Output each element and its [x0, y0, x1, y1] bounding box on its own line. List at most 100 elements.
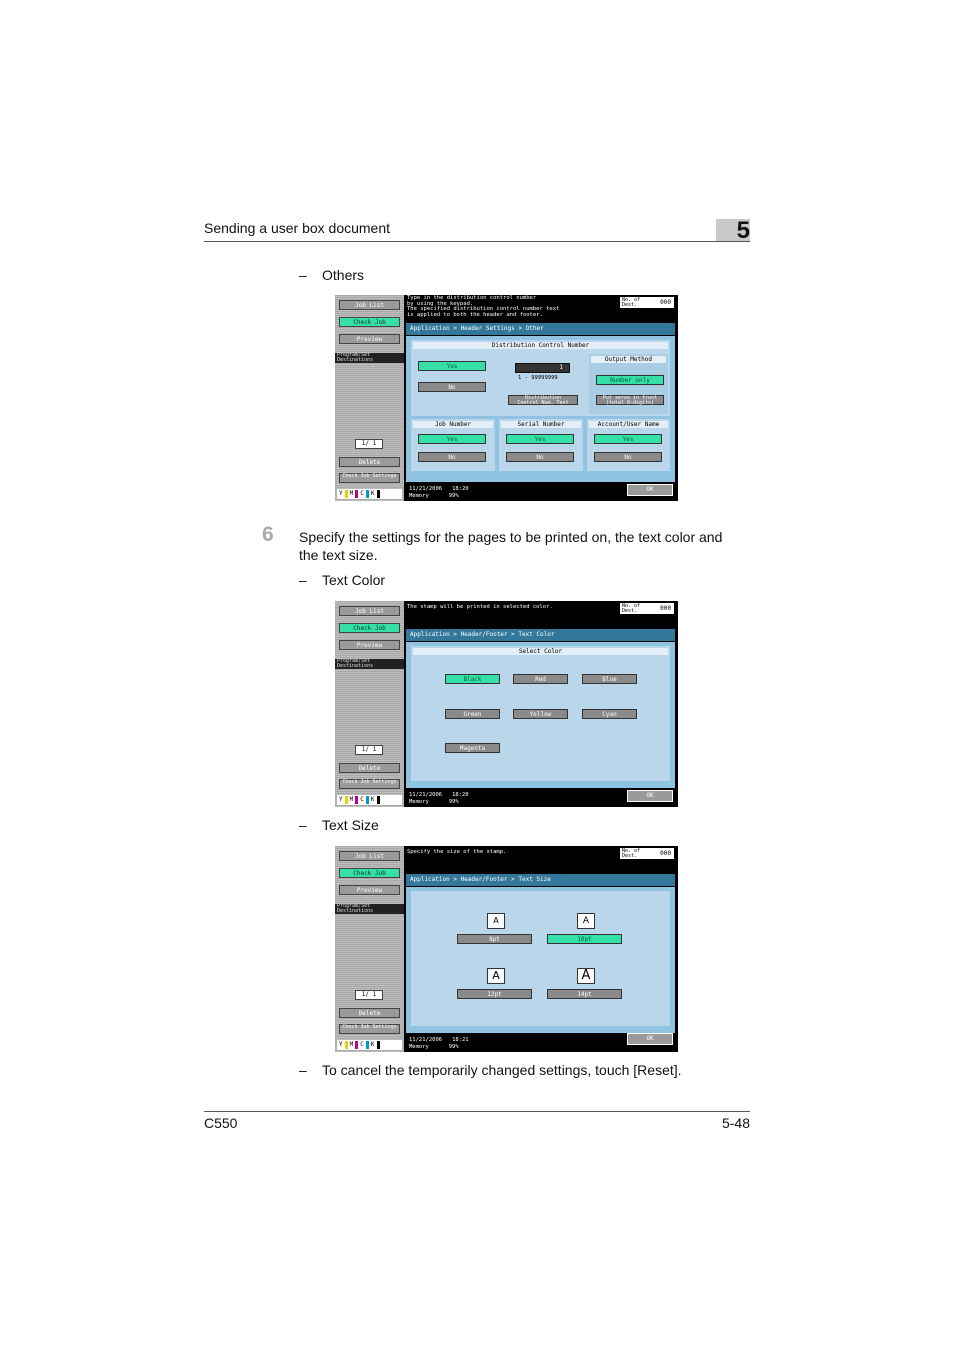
toner-k-label: K: [370, 1041, 375, 1048]
date-time: 11/21/2006 18:20: [409, 486, 621, 493]
program-destinations[interactable]: Program/Set Destinations: [335, 353, 404, 363]
size-8pt-button[interactable]: 8pt: [457, 934, 532, 944]
running-header: Sending a user box document: [204, 220, 391, 236]
job-number-yes-button[interactable]: Yes: [418, 434, 486, 444]
chapter-number: 5: [736, 217, 750, 244]
zeros-front-button[interactable]: Put zeros in front (total 8-digits): [596, 395, 664, 405]
subheading-others: Others: [322, 267, 365, 283]
number-only-button[interactable]: Number only: [596, 375, 664, 385]
message-line: Type in the distribution control number: [407, 295, 537, 301]
instruction-message: Type in the distribution control number …: [407, 295, 617, 318]
step-text: Specify the settings for the pages to be…: [299, 528, 722, 564]
memory-label: Memory: [409, 492, 429, 499]
serial-yes-button[interactable]: Yes: [506, 434, 574, 444]
message-line: is applied to both the header and footer…: [407, 311, 543, 318]
dist-section: Distribution Control Number Yes No 1 1 -…: [411, 340, 670, 416]
time: 18:20: [452, 486, 469, 492]
color-black-button[interactable]: Black: [445, 674, 500, 684]
memory-value: 99%: [448, 492, 459, 499]
job-number-label: Job Number: [413, 421, 493, 428]
ok-button[interactable]: OK: [627, 790, 673, 802]
counter-label: Dest.: [622, 853, 638, 859]
instruction-message: The stamp will be printed in selected co…: [407, 604, 553, 610]
size-section: A 8pt A 10pt A 12pt A 14pt: [411, 891, 670, 1026]
job-list-button[interactable]: Job List: [339, 851, 400, 861]
screen-text-size: Job List Check Job Preview Program/Set D…: [335, 846, 678, 1052]
delete-button[interactable]: Delete: [339, 763, 400, 773]
status-bar: 11/21/2006 18:20 Memory 99%: [406, 485, 624, 501]
color-cyan-button[interactable]: Cyan: [582, 709, 637, 719]
step-line: Specify the settings for the pages to be…: [299, 529, 723, 545]
delete-button[interactable]: Delete: [339, 1008, 400, 1018]
job-list-button[interactable]: Job List: [339, 606, 400, 616]
dist-num-text-button[interactable]: Distribution Control Num. Text: [508, 395, 578, 405]
counter-label: No. of: [622, 297, 641, 303]
toner-m-label: M: [349, 796, 354, 803]
settings-panel: Distribution Control Number Yes No 1 1 -…: [406, 336, 675, 482]
destination-counter: No. of Dest. 000: [620, 603, 674, 614]
page-indicator: 1/ 1: [355, 990, 383, 1000]
check-job-settings-button[interactable]: Check Job Settings: [339, 1024, 400, 1034]
check-job-button[interactable]: Check Job: [339, 317, 400, 327]
preview-button[interactable]: Preview: [339, 885, 400, 895]
ok-button[interactable]: OK: [627, 484, 673, 496]
account-name-section: Account/User Name Yes No: [587, 419, 670, 471]
counter-label: Dest.: [622, 302, 638, 308]
destination-counter: No. of Dest. 000: [620, 297, 674, 308]
dist-number-field[interactable]: 1: [515, 363, 570, 373]
button-line: Put zeros in front: [602, 395, 658, 401]
job-number-no-button[interactable]: No: [418, 452, 486, 462]
toner-y-label: Y: [339, 490, 343, 497]
check-job-button[interactable]: Check Job: [339, 868, 400, 878]
check-job-settings-button[interactable]: Check Job Settings: [339, 473, 400, 483]
job-number-section: Job Number Yes No: [411, 419, 495, 471]
check-job-button[interactable]: Check Job: [339, 623, 400, 633]
color-section: Select Color Black Red Blue Green Yellow…: [411, 646, 670, 781]
delete-button[interactable]: Delete: [339, 457, 400, 467]
program-destinations[interactable]: Program/Set Destinations: [335, 659, 404, 669]
counter-value: 000: [660, 299, 671, 306]
size-10pt-button[interactable]: 10pt: [547, 934, 622, 944]
account-yes-button[interactable]: Yes: [594, 434, 662, 444]
dist-no-button[interactable]: No: [418, 382, 486, 392]
memory-value: 99%: [448, 1043, 459, 1050]
job-list-button[interactable]: Job List: [339, 300, 400, 310]
color-blue-button[interactable]: Blue: [582, 674, 637, 684]
size-8pt-sample: A: [487, 913, 505, 929]
preview-button[interactable]: Preview: [339, 640, 400, 650]
step-line: the text size.: [299, 547, 378, 563]
color-red-button[interactable]: Red: [513, 674, 568, 684]
screen-others: Job List Check Job Preview Program/Set D…: [335, 295, 678, 501]
footer-page-number: 5-48: [721, 1115, 750, 1131]
destination-counter: No. of Dest. 000: [620, 848, 674, 859]
select-color-label: Select Color: [413, 648, 668, 655]
button-line: (total 8-digits): [605, 399, 655, 406]
toner-levels: Y M C K: [337, 489, 402, 499]
toner-m-label: M: [349, 490, 354, 497]
size-10pt-sample: A: [577, 913, 595, 929]
date-time: 11/21/2006 18:20: [409, 792, 621, 799]
size-14pt-button[interactable]: 14pt: [547, 989, 622, 999]
program-destinations[interactable]: Program/Set Destinations: [335, 904, 404, 914]
account-no-button[interactable]: No: [594, 452, 662, 462]
footer-rule: [204, 1111, 750, 1112]
serial-no-button[interactable]: No: [506, 452, 574, 462]
toner-k-label: K: [370, 490, 375, 497]
account-name-label: Account/User Name: [589, 421, 668, 428]
size-12pt-button[interactable]: 12pt: [457, 989, 532, 999]
toner-y-label: Y: [339, 1041, 343, 1048]
color-magenta-button[interactable]: Magenta: [445, 743, 500, 753]
color-green-button[interactable]: Green: [445, 709, 500, 719]
check-job-settings-button[interactable]: Check Job Settings: [339, 779, 400, 789]
ok-button[interactable]: OK: [627, 1033, 673, 1045]
color-yellow-button[interactable]: Yellow: [513, 709, 568, 719]
page-indicator: 1/ 1: [355, 745, 383, 755]
dist-yes-button[interactable]: Yes: [418, 361, 486, 371]
toner-m-label: M: [349, 1041, 354, 1048]
bullet-dash: –: [299, 817, 307, 833]
toner-c-label: C: [360, 490, 364, 497]
size-14pt-sample: A: [577, 968, 595, 984]
preview-button[interactable]: Preview: [339, 334, 400, 344]
memory-label: Memory: [409, 798, 429, 805]
sidebar: Job List Check Job Preview Program/Set D…: [335, 295, 404, 501]
